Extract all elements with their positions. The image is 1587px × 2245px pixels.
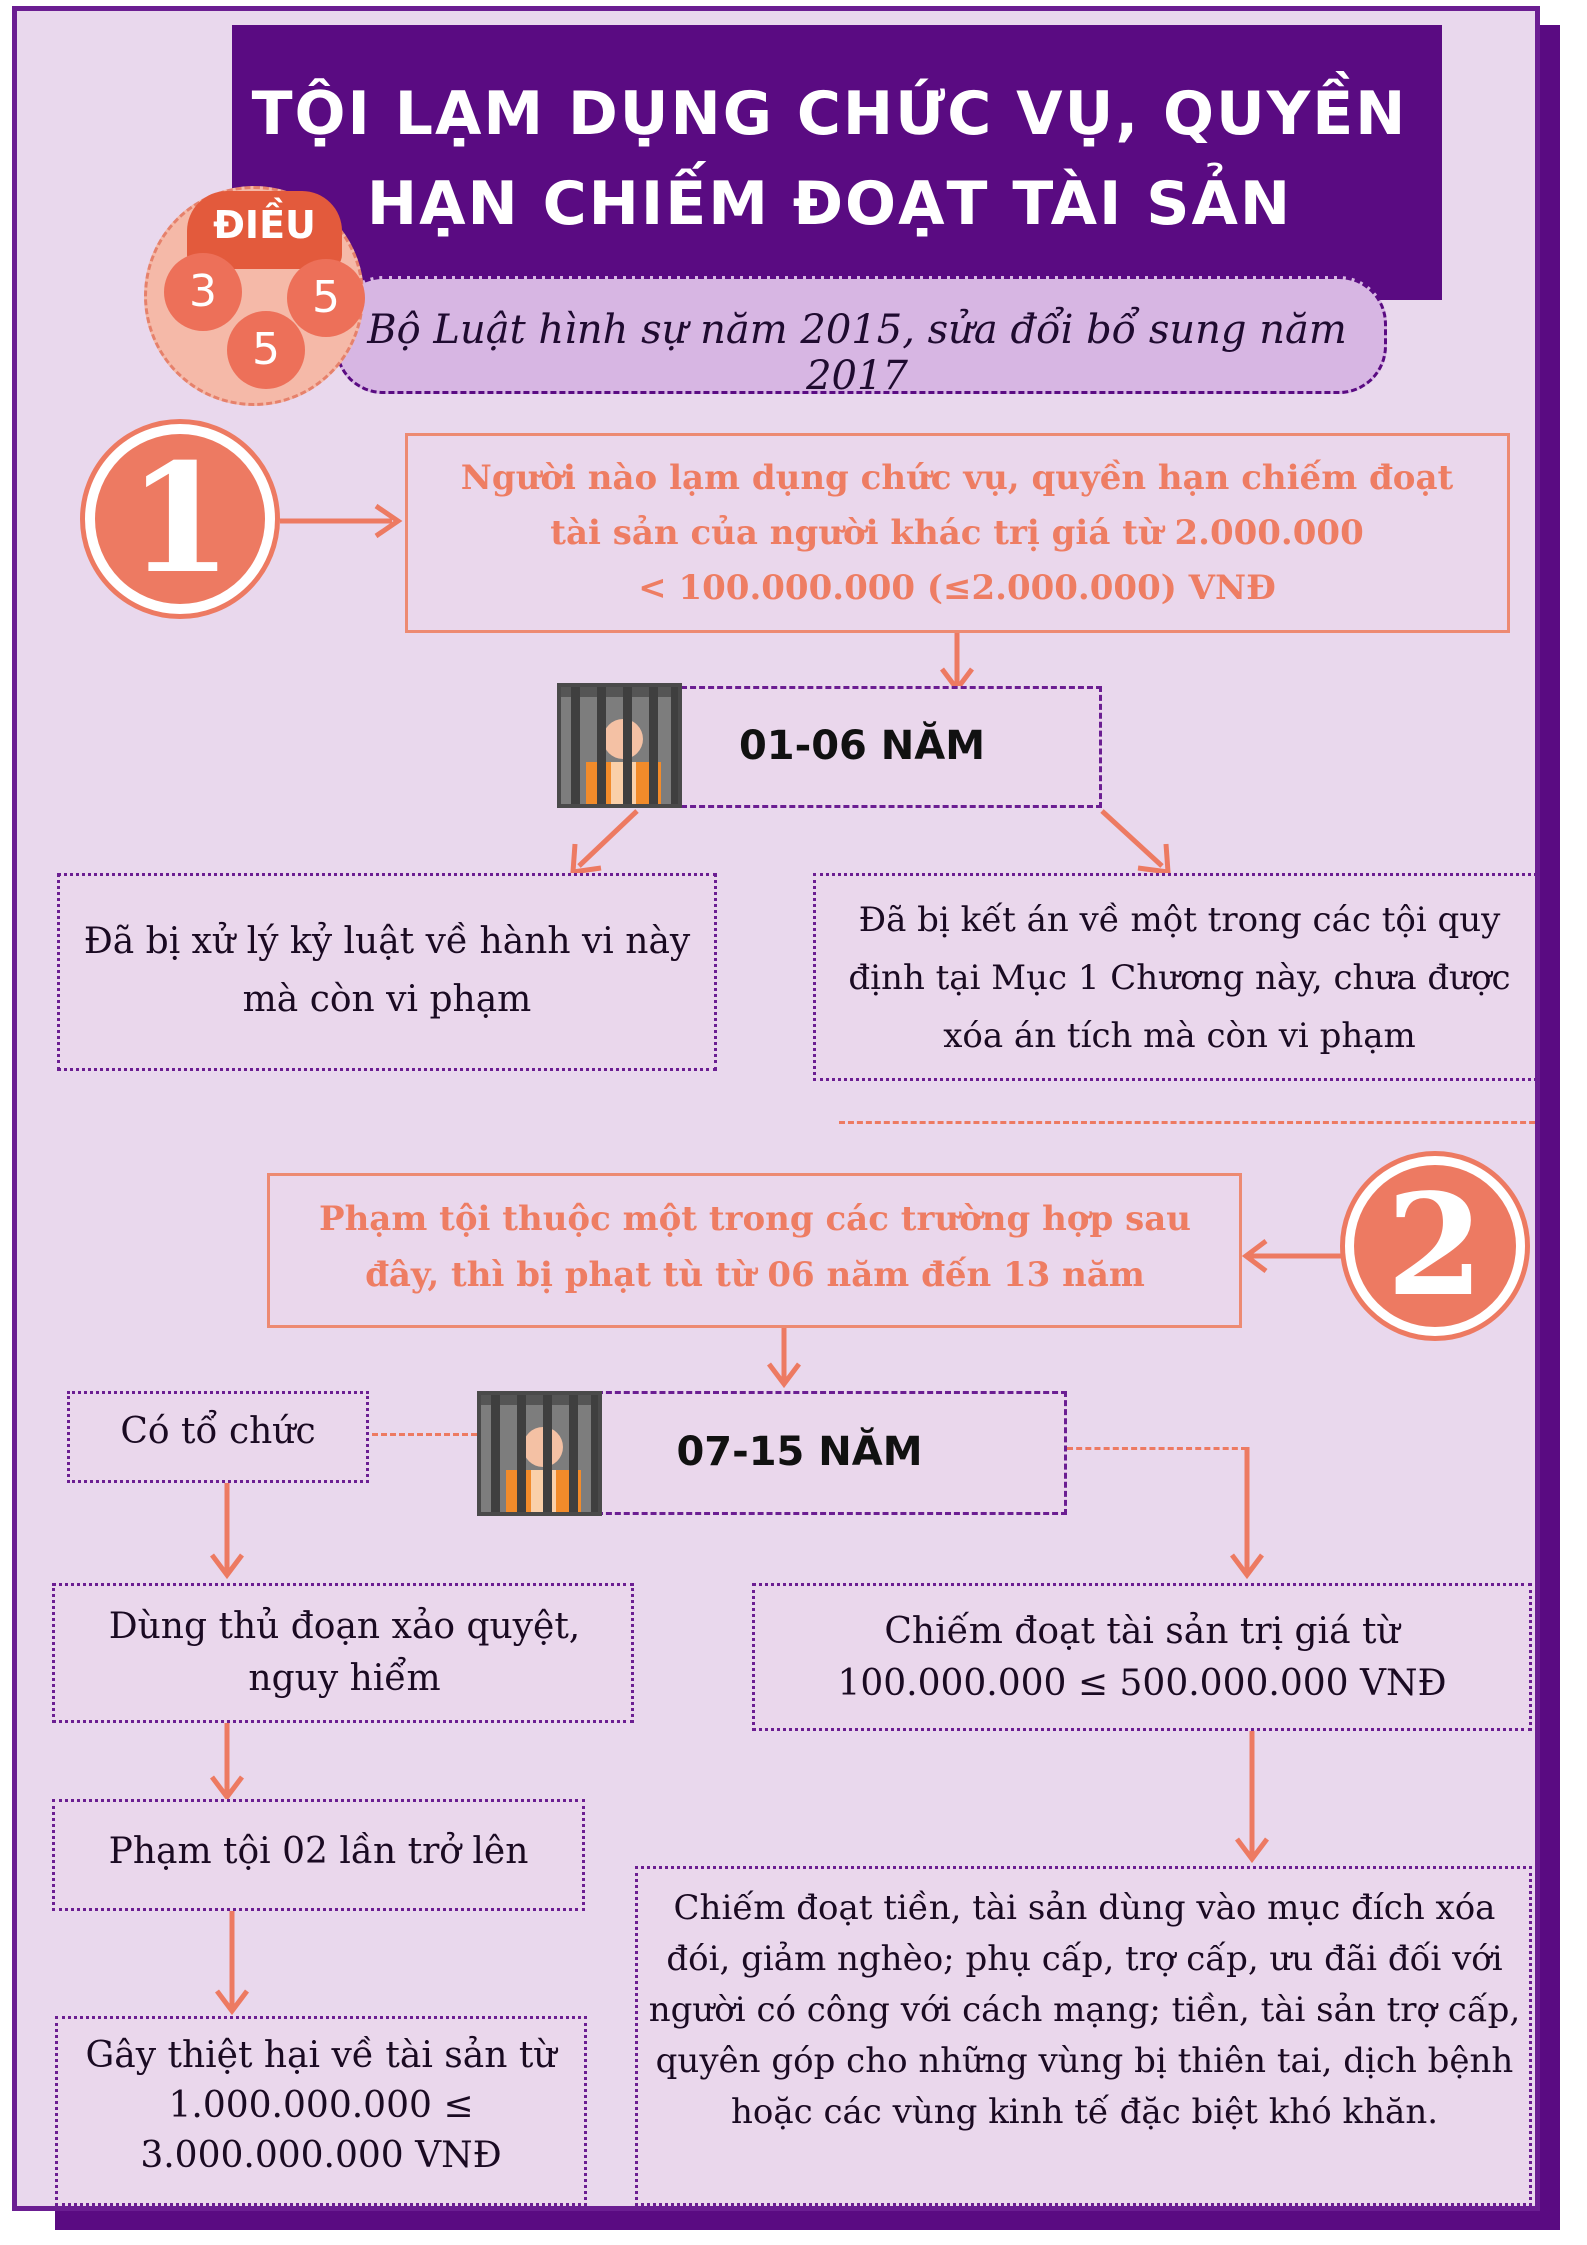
arrow-icon — [1242, 1239, 1352, 1273]
section-divider — [839, 1121, 1535, 1124]
section-2-left-case-3: Phạm tội 02 lần trở lên — [108, 1831, 529, 1872]
section-2-left-case-3-box — [52, 1799, 585, 1911]
section-1-case-1: Đã bị xử lý kỷ luật về hành vi này mà cò… — [83, 921, 691, 1020]
section-2-right-case-1-box — [752, 1583, 1532, 1731]
condition-line: < 100.000.000 (≤2.000.000) VNĐ — [638, 568, 1276, 608]
title-line-1: TỘI LẠM DỤNG CHỨC VỤ, QUYỀN — [251, 79, 1408, 149]
connector-line — [372, 1433, 477, 1436]
arrow-icon — [1230, 1447, 1264, 1580]
badge-digit: 5 — [287, 259, 365, 337]
condition-line: tài sản của người khác trị giá từ 2.000.… — [550, 513, 1364, 553]
section-1-condition: Người nào lạm dụng chức vụ, quyền hạn ch… — [412, 451, 1502, 616]
condition-line: Phạm tội thuộc một trong các trường hợp … — [319, 1199, 1191, 1239]
section-1-case-2: Đã bị kết án về một trong các tội quy đị… — [848, 900, 1511, 1056]
arrow-icon — [1235, 1731, 1269, 1864]
arrow-icon — [210, 1723, 244, 1802]
section-1-case-2-box — [813, 873, 1535, 1081]
arrow-icon — [210, 1483, 244, 1580]
sentence-2: 07-15 NĂM — [676, 1429, 923, 1475]
section-1-number: 1 — [95, 434, 265, 604]
section-2-number: 2 — [1354, 1165, 1516, 1327]
section-2-left-case-1-box — [67, 1391, 369, 1483]
section-2-left-case-2: Dùng thủ đoạn xảo quyệt, nguy hiểm — [108, 1606, 581, 1699]
jail-icon — [557, 683, 682, 808]
sentence-2-box — [597, 1391, 1067, 1515]
badge-digit: 5 — [227, 311, 305, 389]
subtitle: Bộ Luật hình sự năm 2015, sửa đổi bổ sun… — [367, 307, 1347, 399]
section-1-case-1-box — [57, 873, 717, 1071]
connector-line — [1067, 1447, 1247, 1450]
section-1-condition-box — [405, 433, 1510, 633]
condition-line: đây, thì bị phạt tù từ 06 năm đến 13 năm — [365, 1255, 1145, 1295]
sentence-1: 01-06 NĂM — [738, 723, 986, 769]
arrow-icon — [1100, 809, 1171, 875]
section-2-right-case-2: Chiếm đoạt tiền, tài sản dùng vào mục đí… — [648, 1888, 1521, 2132]
jail-icon — [477, 1391, 602, 1516]
section-2-left-case-4-box — [55, 2016, 587, 2206]
sentence-1-box — [672, 686, 1102, 808]
subtitle-pill — [335, 276, 1387, 394]
badge-digit: 3 — [164, 253, 242, 331]
arrow-icon — [280, 503, 403, 539]
arrow-icon — [570, 809, 639, 875]
arrow-icon — [767, 1328, 801, 1389]
section-2-right-case-2-box — [635, 1866, 1532, 2206]
page-title: TỘI LẠM DỤNG CHỨC VỤ, QUYỀN HẠN CHIẾM ĐO… — [247, 71, 1412, 247]
section-2-left-case-1: Có tổ chức — [120, 1411, 316, 1452]
section-2-left-case-2-box — [52, 1583, 634, 1723]
title-banner — [232, 25, 1442, 300]
title-line-2: HẠN CHIẾM ĐOẠT TÀI SẢN — [366, 169, 1293, 239]
infographic: TỘI LẠM DỤNG CHỨC VỤ, QUYỀN HẠN CHIẾM ĐO… — [12, 6, 1540, 2211]
section-2-left-case-4: Gây thiệt hại về tài sản từ 1.000.000.00… — [85, 2035, 557, 2176]
section-2-condition-box — [267, 1173, 1242, 1328]
arrow-icon — [215, 1911, 249, 2016]
condition-line: Người nào lạm dụng chức vụ, quyền hạn ch… — [460, 458, 1454, 498]
badge-label: ĐIỀU — [213, 203, 316, 247]
section-2-right-case-1: Chiếm đoạt tài sản trị giá từ 100.000.00… — [837, 1611, 1447, 1704]
section-2-condition: Phạm tội thuộc một trong các trường hợp … — [275, 1191, 1235, 1303]
